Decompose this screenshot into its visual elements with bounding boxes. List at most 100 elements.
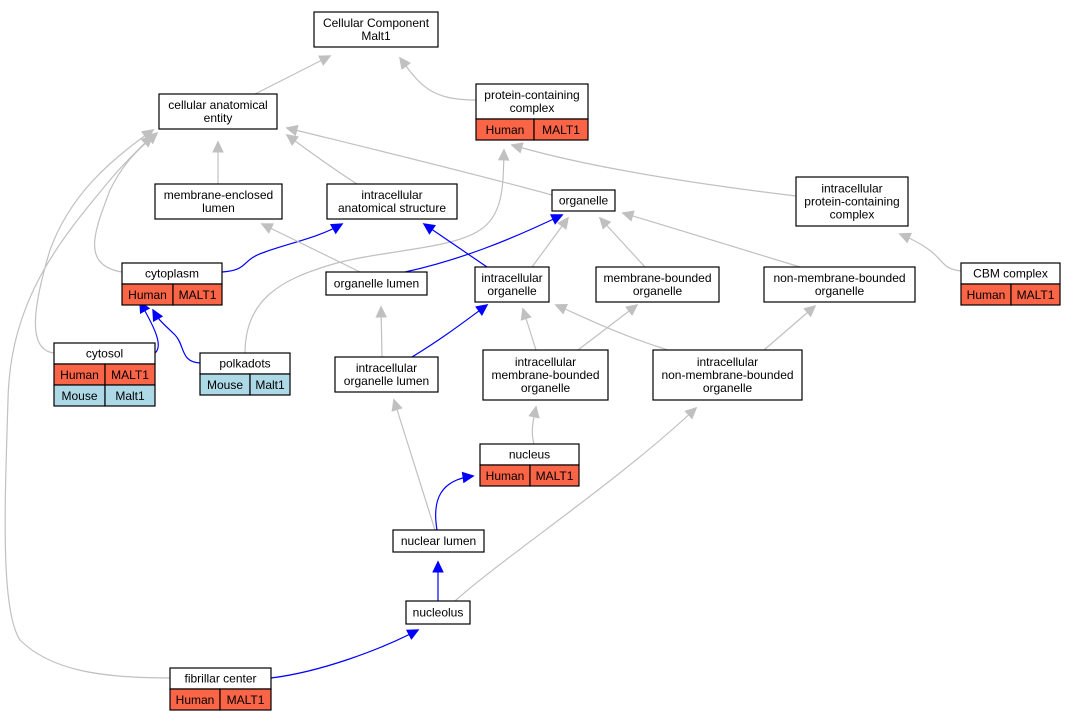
edge-cytosol-to-cae [34, 129, 155, 354]
node-orgl[interactable]: organelle lumen [325, 271, 428, 296]
node-org[interactable]: organelle [551, 189, 616, 212]
edge-arrowhead [520, 307, 532, 321]
gene-cell [219, 688, 272, 711]
edge-line [4, 135, 171, 679]
species-label: Human [176, 693, 215, 707]
node-box [326, 183, 458, 220]
edge-mel-to-cae [212, 140, 224, 184]
node-label: lumen [202, 201, 235, 215]
edge-orgl-to-org [404, 214, 564, 273]
edge-iol-to-io [411, 304, 489, 358]
node-label: non-membrane-bounded [661, 368, 793, 382]
edge-cbm-to-ipcc [898, 232, 962, 272]
node-label: anatomical structure [338, 201, 446, 215]
node-box [405, 600, 471, 625]
edge-arrowhead [475, 304, 489, 316]
node-label: organelle [559, 194, 609, 208]
edge-ias-to-cae [285, 134, 358, 185]
edge-fc-to-cae [4, 134, 171, 679]
node-box [334, 356, 439, 393]
node-label: cytoplasm [145, 267, 199, 281]
edge-line [244, 149, 505, 354]
species-label: Mouse [61, 389, 97, 403]
edge-arrowhead [141, 129, 155, 141]
node-label: organelle lumen [344, 374, 429, 388]
node-label: organelle lumen [334, 277, 419, 291]
node-label: membrane-bounded [491, 368, 599, 382]
node-label: membrane-enclosed [164, 188, 273, 202]
node-label: Cellular Component [323, 16, 430, 30]
node-label: cytosol [86, 347, 123, 361]
edge-arrowhead [497, 148, 510, 161]
node-label: intracellular [481, 271, 542, 285]
edge-io-to-ias [422, 223, 488, 268]
node-label: complex [510, 101, 555, 115]
edge-cyto-to-cae [94, 131, 159, 273]
edges-layer [4, 55, 962, 679]
node-inmbo[interactable]: intracellularnon-membrane-boundedorganel… [652, 349, 803, 401]
edge-arrowhead [285, 134, 299, 146]
edge-pcc-to-cc [399, 56, 477, 101]
gene-label: MALT1 [179, 288, 217, 302]
edge-arrowhead [621, 210, 635, 222]
edge-polk-to-cyto [152, 308, 201, 364]
gene-label: MALT1 [111, 368, 149, 382]
edge-arrowhead [625, 303, 639, 316]
edge-arrowhead [598, 216, 612, 230]
edge-line [34, 129, 154, 354]
node-label: intracellular [697, 355, 758, 369]
edge-line [254, 55, 331, 95]
gene-label: MALT1 [227, 693, 265, 707]
edge-nucleolus-to-inmbo [454, 406, 698, 602]
edge-arrowhead [375, 305, 388, 318]
node-label: nuclear lumen [401, 534, 476, 548]
node-nl[interactable]: nuclear lumen [392, 529, 485, 553]
node-nucleolus[interactable]: nucleolus [405, 600, 471, 625]
node-label: protein-containing [804, 195, 899, 209]
edge-line [899, 233, 962, 272]
edge-line [423, 223, 488, 268]
edge-line [435, 475, 474, 531]
node-box [392, 529, 485, 553]
edge-arrowhead [898, 232, 912, 244]
node-label: non-membrane-bounded [773, 271, 905, 285]
edge-arrowhead [260, 223, 274, 234]
edge-arrowhead [528, 405, 540, 419]
edge-arrowhead [510, 142, 524, 154]
edge-inmbo-to-io [554, 303, 669, 351]
node-box [158, 93, 278, 130]
node-label: intracellular [361, 188, 422, 202]
gene-cell [529, 464, 580, 487]
node-label: entity [204, 111, 233, 125]
edge-arrowhead [432, 560, 444, 573]
edge-inmbo-to-nmbo [763, 304, 817, 351]
node-label: cellular anatomical [168, 98, 267, 112]
gene-cell [172, 283, 223, 306]
edge-arrowhead [329, 223, 344, 235]
node-label: organelle [703, 381, 753, 395]
edge-line [599, 217, 646, 268]
edge-cyto-to-ias [221, 223, 344, 273]
edge-line [411, 304, 488, 358]
edge-iol-to-orgl [375, 305, 388, 358]
node-label: organelle [815, 284, 865, 298]
node-box [763, 266, 916, 303]
